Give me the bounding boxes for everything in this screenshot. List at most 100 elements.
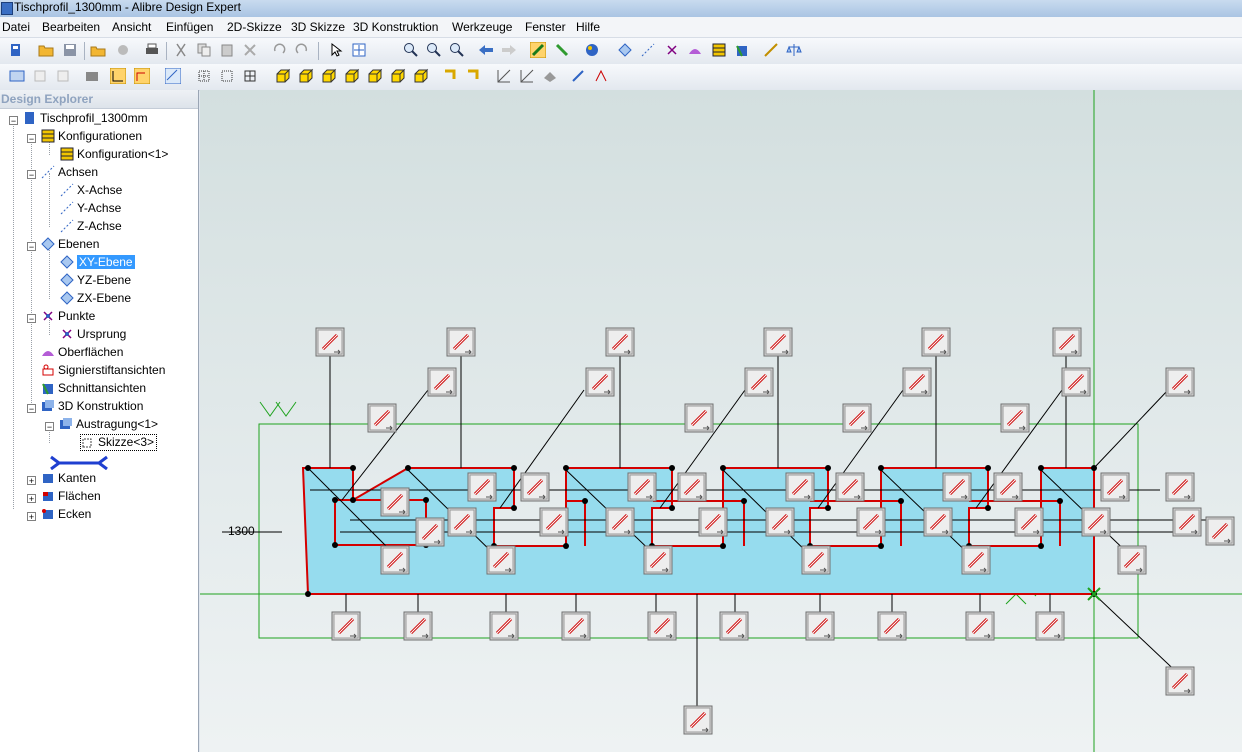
- rotate-left-icon[interactable]: [442, 68, 458, 84]
- view-left-icon[interactable]: [367, 68, 383, 84]
- menu-3d-skizze[interactable]: 3D Skizze: [291, 20, 346, 34]
- sketch-mode-icon[interactable]: [530, 42, 546, 58]
- copy-icon[interactable]: [196, 42, 212, 58]
- delete-icon[interactable]: [242, 42, 258, 58]
- paste-icon[interactable]: [219, 42, 235, 58]
- display-settings-icon[interactable]: [9, 68, 25, 84]
- view-front-icon[interactable]: [275, 68, 291, 84]
- tree-item-ebenen[interactable]: Ebenen: [41, 236, 99, 252]
- hide-icon[interactable]: [32, 68, 48, 84]
- expand-toggle[interactable]: −: [9, 116, 18, 126]
- tree-item-ecken[interactable]: Ecken: [41, 506, 91, 522]
- zoom-all-icon[interactable]: [449, 42, 465, 58]
- expand-toggle[interactable]: −: [45, 422, 54, 432]
- tree-item-3d-konstruktion[interactable]: 3D Konstruktion: [41, 398, 143, 414]
- tree-item-zx-ebene[interactable]: ZX-Ebene: [60, 290, 131, 306]
- wireframe-icon[interactable]: [496, 68, 512, 84]
- menu-fenster[interactable]: Fenster: [525, 20, 566, 34]
- expand-toggle[interactable]: +: [27, 476, 36, 486]
- menu-3d-konstruktion[interactable]: 3D Konstruktion: [353, 20, 439, 34]
- expand-toggle[interactable]: +: [27, 494, 36, 504]
- view-top-icon[interactable]: [321, 68, 337, 84]
- extrude-icon[interactable]: [554, 42, 570, 58]
- expand-toggle[interactable]: −: [27, 314, 36, 324]
- tree-item-flaechen[interactable]: Flächen: [41, 488, 101, 504]
- shaded-icon[interactable]: [542, 68, 558, 84]
- surface-icon[interactable]: [687, 42, 703, 58]
- tree-item-y-achse[interactable]: Y-Achse: [60, 200, 121, 216]
- menu-ansicht[interactable]: Ansicht: [112, 20, 152, 34]
- menu-datei[interactable]: Datei: [2, 20, 31, 34]
- axis-icon[interactable]: [640, 42, 656, 58]
- zoom-window-icon[interactable]: [426, 42, 442, 58]
- grid-icon[interactable]: [196, 68, 212, 84]
- point-icon[interactable]: [664, 42, 680, 58]
- sketch-edit-icon[interactable]: [134, 68, 150, 84]
- open-folder-icon[interactable]: [38, 42, 54, 58]
- render-icon[interactable]: [584, 42, 600, 58]
- dimension-label[interactable]: 1300: [228, 524, 255, 538]
- move-icon[interactable]: [351, 42, 367, 58]
- print-icon[interactable]: [144, 42, 160, 58]
- menu-einfuegen[interactable]: Einfügen: [166, 20, 214, 34]
- zoom-in-icon[interactable]: [403, 42, 419, 58]
- section-icon[interactable]: [734, 42, 750, 58]
- analyze-icon[interactable]: [593, 68, 609, 84]
- menu-hilfe[interactable]: Hilfe: [576, 20, 601, 34]
- expand-toggle[interactable]: −: [27, 134, 36, 144]
- tree-item-austragung[interactable]: Austragung<1>: [59, 416, 158, 432]
- previous-view-icon[interactable]: [478, 42, 494, 58]
- tree-item-punkte[interactable]: Punkte: [41, 308, 95, 324]
- rotate-right-icon[interactable]: [465, 68, 481, 84]
- expand-toggle[interactable]: −: [27, 170, 36, 180]
- sketch-viewport[interactable]: 1300: [200, 90, 1242, 752]
- show-icon[interactable]: [55, 68, 71, 84]
- expand-toggle[interactable]: −: [27, 242, 36, 252]
- tree-item-oberflaechen[interactable]: Oberflächen: [41, 344, 123, 360]
- tree-root[interactable]: Tischprofil_1300mm: [23, 110, 148, 126]
- balance-icon[interactable]: [786, 42, 802, 58]
- camera-icon[interactable]: [84, 68, 100, 84]
- constraint-glyphs[interactable]: [314, 326, 1236, 736]
- open-workspace-icon[interactable]: [90, 42, 106, 58]
- expand-toggle[interactable]: +: [27, 512, 36, 522]
- plane-icon[interactable]: [617, 42, 633, 58]
- tree-item-achsen[interactable]: Achsen: [41, 164, 98, 180]
- clip-icon[interactable]: [570, 68, 586, 84]
- measure-icon[interactable]: [763, 42, 779, 58]
- menu-bearbeiten[interactable]: Bearbeiten: [42, 20, 101, 34]
- undo-icon[interactable]: [271, 42, 287, 58]
- view-right-icon[interactable]: [390, 68, 406, 84]
- tree-item-signierstiftansichten[interactable]: Signierstiftansichten: [41, 362, 165, 378]
- redo-icon[interactable]: [294, 42, 310, 58]
- tree-item-yz-ebene[interactable]: YZ-Ebene: [60, 272, 131, 288]
- tree-item-xy-ebene[interactable]: XY-Ebene: [60, 254, 135, 270]
- print-preview-icon[interactable]: [115, 42, 131, 58]
- select-arrow-icon[interactable]: [328, 42, 344, 58]
- config-icon[interactable]: [711, 42, 727, 58]
- view-back-icon[interactable]: [298, 68, 314, 84]
- tree-item-skizze[interactable]: Skizze<3>: [80, 434, 158, 451]
- expand-toggle[interactable]: −: [27, 404, 36, 414]
- menu-werkzeuge[interactable]: Werkzeuge: [452, 20, 513, 34]
- sketch-plane-icon[interactable]: [110, 68, 126, 84]
- grid-lines-icon[interactable]: [242, 68, 258, 84]
- view-iso-icon[interactable]: [413, 68, 429, 84]
- grid-snap-icon[interactable]: [165, 68, 181, 84]
- tree-item-konfigurationen[interactable]: Konfigurationen: [41, 128, 142, 144]
- new-part-icon[interactable]: [8, 42, 24, 58]
- hidden-lines-icon[interactable]: [519, 68, 535, 84]
- rollback-marker-icon[interactable]: [48, 454, 110, 470]
- tree-item-konfiguration-1[interactable]: Konfiguration<1>: [60, 146, 168, 162]
- view-bottom-icon[interactable]: [344, 68, 360, 84]
- cut-icon[interactable]: [173, 42, 189, 58]
- next-view-icon[interactable]: [501, 42, 517, 58]
- grid-points-icon[interactable]: [219, 68, 235, 84]
- tree-item-kanten[interactable]: Kanten: [41, 470, 96, 486]
- save-icon[interactable]: [62, 42, 78, 58]
- tree-item-schnittansichten[interactable]: Schnittansichten: [41, 380, 146, 396]
- tree-item-ursprung[interactable]: Ursprung: [60, 326, 126, 342]
- tree-item-z-achse[interactable]: Z-Achse: [60, 218, 122, 234]
- menu-2d-skizze[interactable]: 2D-Skizze: [227, 20, 282, 34]
- tree-item-x-achse[interactable]: X-Achse: [60, 182, 122, 198]
